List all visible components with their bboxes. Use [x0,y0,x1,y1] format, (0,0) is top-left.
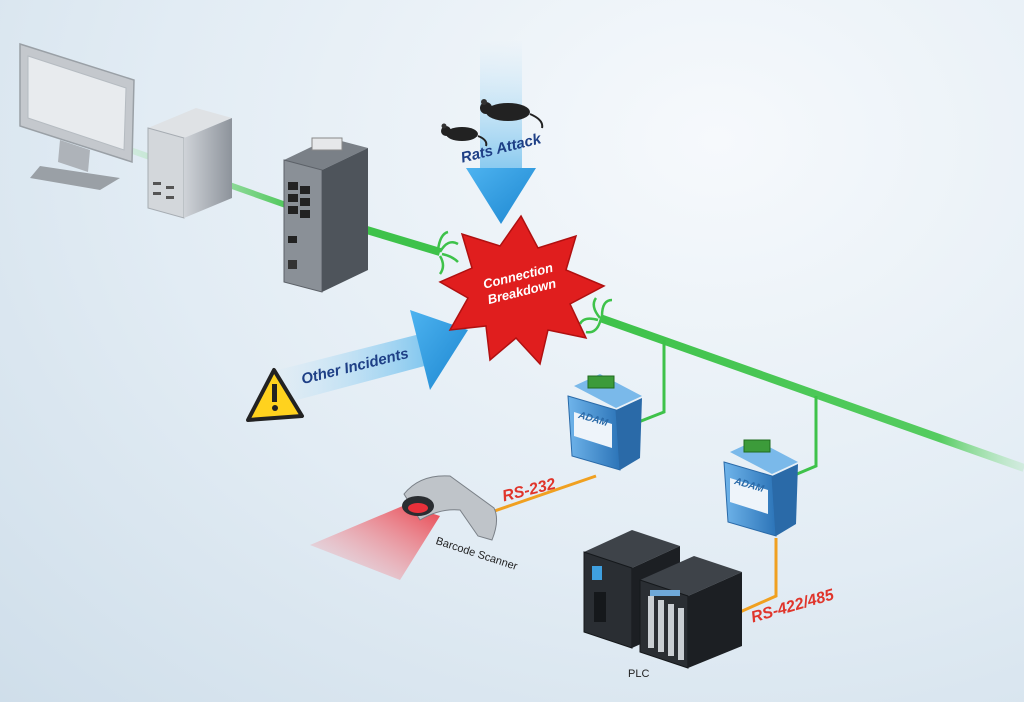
rs232-cable [479,474,597,518]
adam-module-icon [567,374,642,471]
connection-breakdown-burst [438,214,606,366]
pc-tower-icon [147,108,232,219]
rat-icon [480,99,544,129]
rs422-485-cable [739,538,778,614]
adam-module-icon-2 [723,439,798,537]
rat-icon-small [441,123,488,147]
warning-icon [246,368,304,422]
ethernet-cable-lower [578,297,1024,484]
plc-rack-icon [583,530,742,669]
barcode-scanner-icon [310,475,498,580]
monitor-icon [19,42,135,190]
plc-label: PLC [628,668,650,680]
ethernet-switch-icon [283,137,368,293]
